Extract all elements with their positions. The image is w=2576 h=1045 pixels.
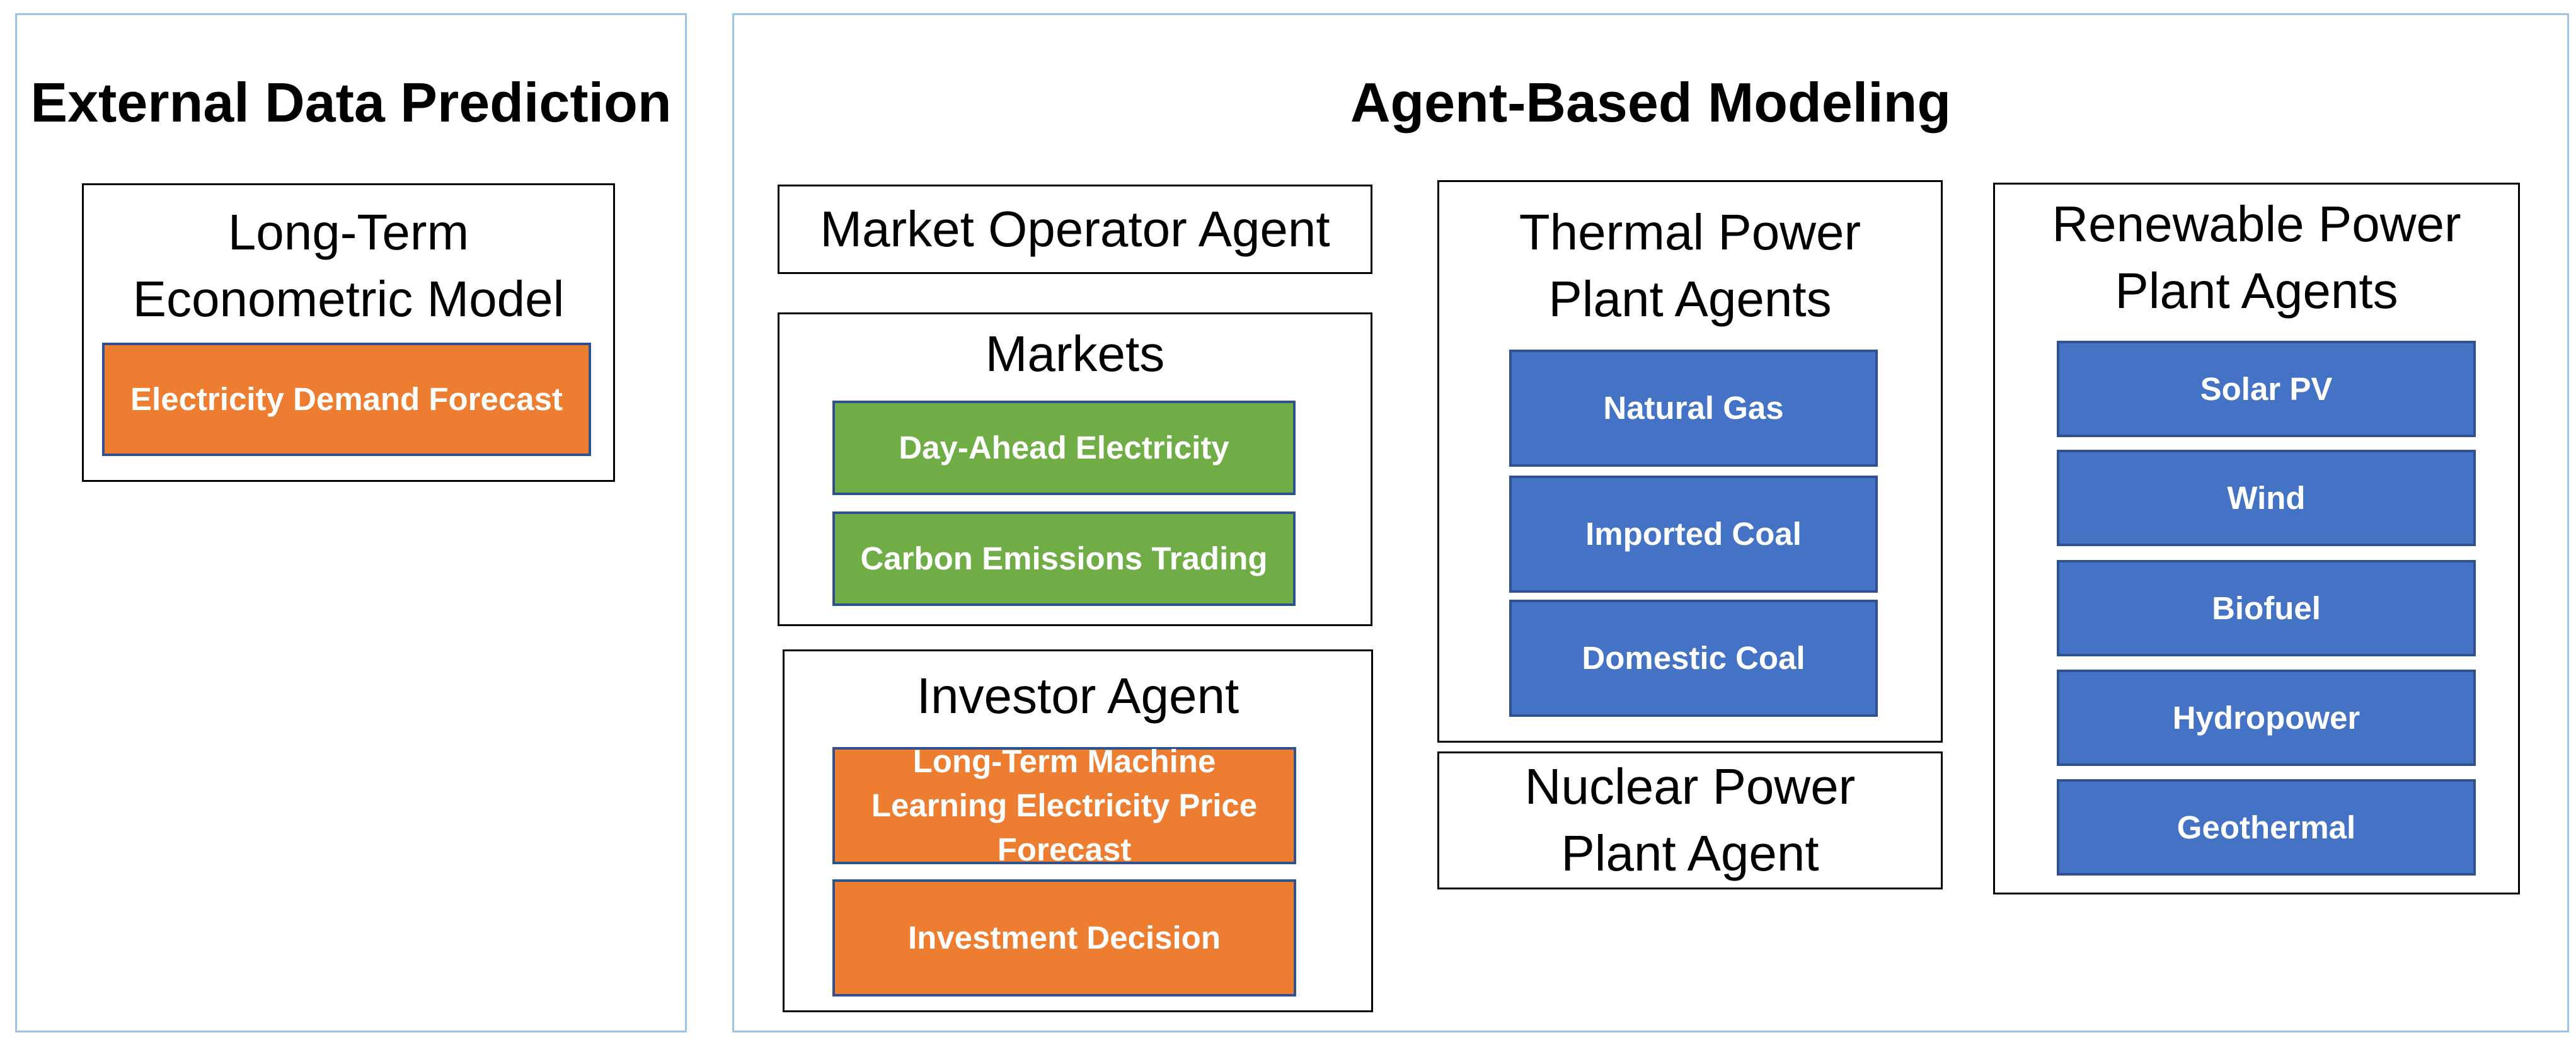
econometric-model-title: Long-Term Econometric Model: [132, 204, 565, 327]
wind: Wind: [2057, 450, 2476, 546]
econometric-model-box: Long-Term Econometric Model Electricity …: [82, 183, 615, 482]
markets-title: Markets: [985, 326, 1165, 382]
thermal-power-plant-agents-title: Thermal Power Plant Agents: [1519, 204, 1861, 327]
investor-agent-title: Investor Agent: [916, 668, 1239, 724]
agent-based-modeling-title: Agent-Based Modeling: [1350, 71, 1952, 134]
renewable-power-plant-agents-box: Renewable Power Plant Agents Solar PV Wi…: [1993, 183, 2520, 894]
natural-gas: Natural Gas: [1509, 350, 1878, 467]
solar-pv: Solar PV: [2057, 341, 2476, 437]
thermal-power-plant-agents-box: Thermal Power Plant Agents Natural Gas I…: [1437, 180, 1943, 743]
external-data-prediction-title: External Data Prediction: [30, 71, 672, 134]
geothermal: Geothermal: [2057, 779, 2476, 876]
carbon-emissions-trading: Carbon Emissions Trading: [832, 511, 1296, 606]
nuclear-power-plant-agent-title: Nuclear Power Plant Agent: [1524, 758, 1856, 881]
nuclear-power-plant-agent-box: Nuclear Power Plant Agent: [1437, 751, 1943, 889]
day-ahead-electricity: Day-Ahead Electricity: [832, 401, 1296, 495]
electricity-demand-forecast: Electricity Demand Forecast: [102, 343, 591, 456]
markets-box: Markets Day-Ahead Electricity Carbon Emi…: [778, 312, 1372, 626]
biofuel: Biofuel: [2057, 560, 2476, 656]
hydropower: Hydropower: [2057, 670, 2476, 766]
market-operator-agent-box: Market Operator Agent: [778, 185, 1372, 274]
market-operator-agent-title: Market Operator Agent: [820, 201, 1330, 257]
renewable-power-plant-agents-title: Renewable Power Plant Agents: [2052, 196, 2461, 319]
domestic-coal: Domestic Coal: [1509, 600, 1878, 717]
investor-agent-box: Investor Agent Long-Term Machine Learnin…: [783, 649, 1373, 1012]
ml-electricity-price-forecast: Long-Term Machine Learning Electricity P…: [832, 743, 1296, 867]
imported-coal: Imported Coal: [1509, 476, 1878, 593]
investment-decision: Investment Decision: [832, 879, 1296, 996]
external-data-prediction-panel: External Data Prediction Long-Term Econo…: [15, 13, 687, 1032]
